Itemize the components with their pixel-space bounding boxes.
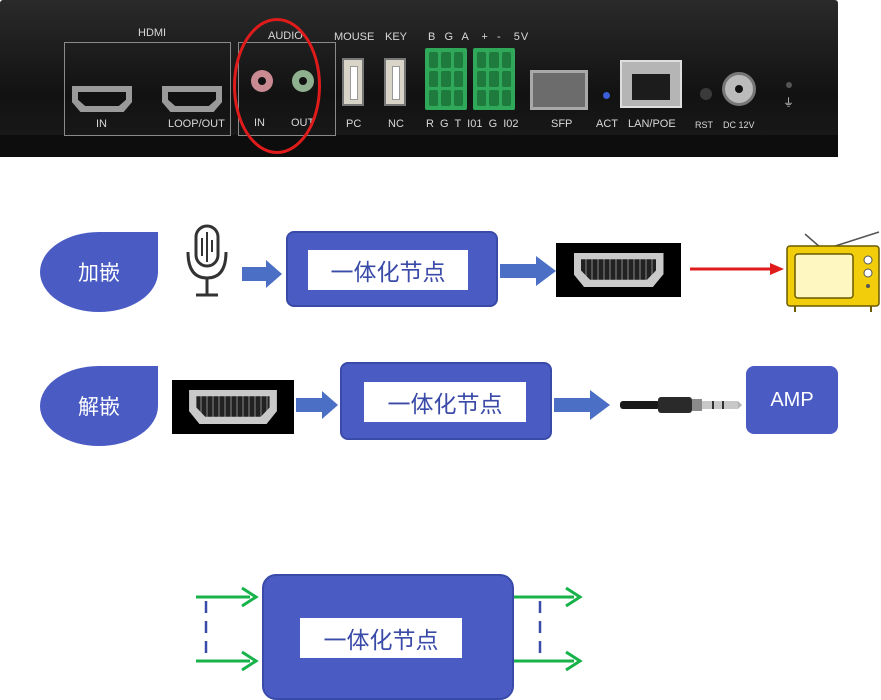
hdmi-port-group [64, 42, 231, 136]
reset-button [700, 88, 712, 100]
arrow-node-to-hdmi-icon [500, 256, 556, 286]
act-label: ACT [596, 118, 618, 130]
key-sub-label: NC [388, 118, 404, 130]
mouse-usb-port [342, 58, 364, 106]
terminal-block-right [473, 48, 515, 110]
audio-highlight-circle [233, 18, 321, 154]
dc-power-jack [722, 72, 756, 106]
de-embed-node-label: 一体化节点 [364, 382, 526, 422]
arrow-hdmi-to-node-icon [296, 391, 338, 419]
de-embed-label: 解嵌 [78, 395, 120, 419]
dc-label: DC 12V [723, 120, 755, 130]
terminal-block-left [425, 48, 467, 110]
mouse-title: MOUSE [334, 31, 375, 43]
audio-jack-icon [620, 397, 742, 413]
mouse-sub-label: PC [346, 118, 362, 130]
embed-node-label: 一体化节点 [308, 250, 468, 290]
key-title: KEY [385, 31, 408, 43]
de-embed-label-shape: 解嵌 [40, 366, 158, 446]
hdmi-in-port [72, 86, 132, 112]
microphone-icon [186, 224, 228, 297]
loop-node-label: 一体化节点 [300, 618, 462, 658]
ground-symbol: ⏚ [783, 97, 794, 109]
red-arrow-to-tv-icon [690, 263, 784, 275]
rst-label: RST [695, 120, 713, 130]
hdmi-port-icon [172, 380, 294, 434]
hdmi-loop-out-label: LOOP/OUT [168, 118, 225, 130]
lan-label: LAN/POE [628, 118, 676, 130]
ground-screw-icon [786, 82, 792, 88]
hdmi-in-label: IN [96, 118, 107, 130]
hdmi-loop-out-port [162, 86, 222, 112]
sfp-port [530, 70, 588, 110]
device-rear-panel [0, 0, 838, 157]
amp-label: AMP [770, 388, 814, 411]
embed-label: 加嵌 [78, 261, 120, 285]
terminal-top-labels: B G A + - 5V [428, 31, 530, 43]
output-arrows-icon [514, 586, 583, 672]
key-usb-port [384, 58, 406, 106]
input-arrows-icon [196, 586, 259, 672]
tv-icon [786, 231, 880, 312]
hdmi-group-title: HDMI [138, 27, 167, 39]
amp-box: AMP [746, 366, 838, 434]
hdmi-port-icon [556, 243, 681, 297]
sfp-label: SFP [551, 118, 573, 130]
terminal-bottom-labels: R G T I01 G I02 [426, 118, 519, 130]
lan-rj45-port [620, 60, 682, 108]
embed-label-shape: 加嵌 [40, 232, 158, 312]
arrow-mic-to-node-icon [242, 260, 282, 288]
act-led-icon [603, 92, 610, 99]
device-panel-lip [0, 135, 838, 157]
arrow-node-to-jack-icon [554, 390, 610, 420]
